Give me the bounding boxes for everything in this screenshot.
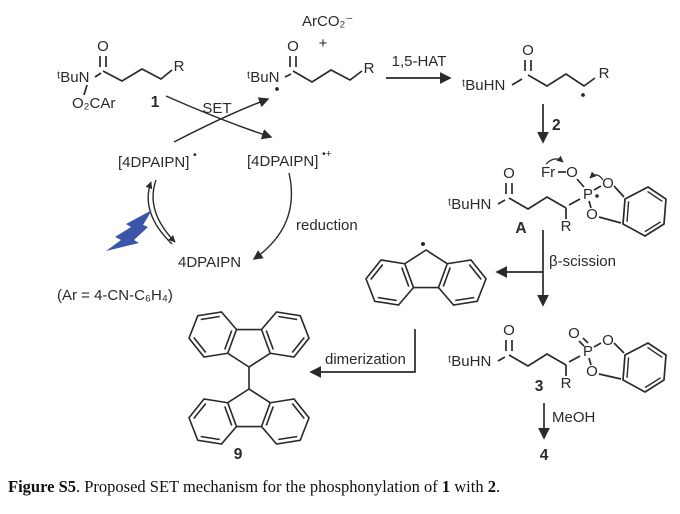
tbuhn-label: ᵗBuHN — [448, 196, 491, 213]
compound-1-number: 1 — [151, 94, 160, 111]
fishhook-arrow-p — [589, 171, 604, 181]
set-arrows: SET — [165, 95, 273, 143]
dimerization-arrow: dimerization — [309, 329, 416, 378]
meoh-label: MeOH — [552, 409, 595, 426]
photocat-excited: [4DPAIPN] — [118, 154, 189, 171]
compound-3-number: 3 — [535, 378, 544, 395]
compound-9: 9 — [188, 311, 310, 463]
arco2-label: ArCO₂⁻ — [302, 13, 353, 30]
compound-4-number: 4 — [540, 447, 549, 464]
amidyl-radical: O ᵗBuN R — [247, 38, 375, 91]
amidyl-radical-bonds — [284, 56, 363, 83]
atom-r: R — [174, 58, 185, 75]
meoh-step: MeOH 4 — [538, 403, 595, 464]
acyloxy-byproduct: ArCO₂⁻ + — [302, 13, 353, 52]
tbuhn-label: ᵗBuHN — [462, 77, 505, 94]
hat-arrow: 1,5-HAT — [386, 53, 452, 84]
set-label: SET — [202, 100, 231, 117]
caption-compound-1: 1 — [441, 477, 451, 496]
beta-scission-label: β-scission — [549, 253, 616, 270]
photocat-cation-sup: •+ — [322, 148, 332, 160]
plus-sign: + — [319, 35, 328, 52]
tbun-label: ᵗBuN — [247, 69, 279, 86]
fishhook-arrow-fr — [545, 155, 564, 165]
compound-2-radical: O ᵗBuHN R 2 — [462, 42, 610, 144]
atom-r: R — [561, 375, 572, 392]
atom-p: P — [583, 343, 593, 360]
atom-o: O — [566, 164, 578, 181]
excitation-arrow-up — [145, 181, 173, 245]
radical-dot — [421, 242, 425, 246]
photocatalyst-cycle: [4DPAIPN] • [4DPAIPN] •+ 4DPAIPN reducti… — [106, 148, 358, 271]
atom-r: R — [561, 218, 572, 235]
reduction-arrow — [252, 172, 293, 260]
atom-r: R — [599, 65, 610, 82]
atom-o: O — [586, 206, 598, 223]
caption-with: with — [450, 477, 488, 496]
compound-1: O ᵗBuN O₂CAr R 1 — [57, 38, 185, 112]
caption-text: . Proposed SET mechanism for the phospho… — [76, 477, 442, 496]
atom-o: O — [522, 42, 534, 59]
figure-caption: Figure S5. Proposed SET mechanism for th… — [8, 477, 673, 497]
dimerization-arrow-line — [309, 329, 416, 378]
photocat-excited-sup: • — [193, 149, 197, 161]
compound-1-bonds — [83, 56, 173, 96]
o2car-label: O₂CAr — [72, 95, 115, 112]
light-bolt-icon — [106, 210, 152, 251]
atom-o: O — [602, 175, 614, 192]
atom-o: O — [503, 165, 515, 182]
atom-o: O — [503, 322, 515, 339]
compound-3: O ᵗBuHN O P O O R 3 — [448, 322, 667, 395]
set-arrow-to-radical — [173, 97, 270, 143]
intermediate-a: O ᵗBuHN Fr O P O O R A — [448, 155, 667, 237]
tbuhn-label: ᵗBuHN — [448, 353, 491, 370]
atom-o: O — [602, 332, 614, 349]
atom-o: O — [97, 38, 109, 55]
caption-figure-label: Figure S5 — [8, 477, 76, 496]
beta-scission-arrows: β-scission — [495, 230, 616, 307]
radical-dot — [595, 194, 599, 198]
compound-2-bonds — [511, 60, 596, 88]
intermediate-a-label: A — [515, 220, 526, 237]
fluorenyl-radical — [365, 242, 487, 306]
intermediate-a-bonds — [497, 171, 667, 237]
radical-dot — [275, 87, 279, 91]
atom-p: P — [583, 186, 593, 203]
photocat-ground: 4DPAIPN — [178, 254, 241, 271]
atom-o: O — [287, 38, 299, 55]
compound-9-number: 9 — [234, 446, 243, 463]
atom-fr: Fr — [541, 164, 555, 181]
hat-label: 1,5-HAT — [392, 53, 447, 70]
excitation-arrow-down — [152, 179, 176, 243]
reduction-label: reduction — [296, 217, 358, 234]
dimerization-label: dimerization — [325, 351, 406, 368]
tbun-label: ᵗBuN — [57, 69, 89, 86]
atom-r: R — [364, 60, 375, 77]
photocat-cation: [4DPAIPN] — [247, 153, 318, 170]
atom-o: O — [568, 325, 580, 342]
compound-2-number: 2 — [552, 117, 561, 134]
atom-o: O — [586, 363, 598, 380]
radical-dot — [581, 93, 585, 97]
compound-3-bonds — [497, 337, 667, 393]
caption-compound-2: 2 — [487, 477, 496, 496]
ar-definition: (Ar = 4-CN-C₆H₄) — [57, 287, 173, 304]
caption-period: . — [495, 477, 501, 496]
